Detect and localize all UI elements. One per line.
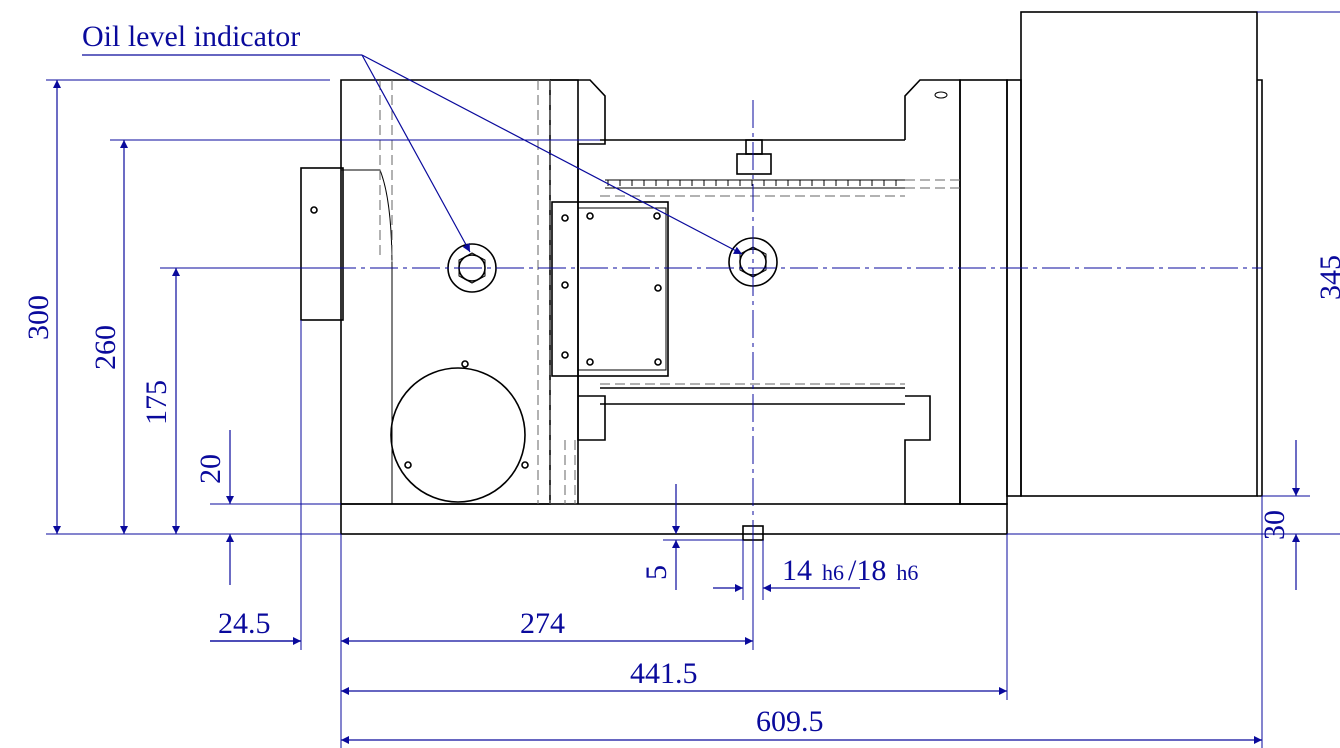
shaft-separator: /18 xyxy=(848,554,886,587)
shaft-tolerance-1: h6 xyxy=(822,560,844,585)
round-cover xyxy=(390,367,526,503)
cover-bolt xyxy=(561,281,569,289)
cover-bolt xyxy=(653,212,661,220)
motor xyxy=(1020,11,1258,497)
cover-plate-inner xyxy=(577,207,667,371)
cover-bolt xyxy=(586,358,594,366)
dim-441-5: 441.5 xyxy=(630,657,698,690)
shaft-diameter: 14 xyxy=(782,554,812,587)
adapter-ring xyxy=(959,79,1008,505)
cover-plate xyxy=(551,201,669,377)
dim-300: 300 xyxy=(22,295,55,340)
housing-rib xyxy=(341,169,393,504)
dim-5: 5 xyxy=(640,565,673,580)
dim-260: 260 xyxy=(89,325,122,370)
dim-609-5: 609.5 xyxy=(756,705,824,738)
left-housing xyxy=(340,79,551,505)
cover-bolt xyxy=(654,358,662,366)
top-nut xyxy=(736,153,772,175)
dim-shaft: 14 h6 /18 h6 xyxy=(782,554,918,587)
round-cover-bolt xyxy=(461,360,469,368)
dim-175: 175 xyxy=(140,380,173,425)
cover-bolt xyxy=(561,351,569,359)
oil-level-callout: Oil level indicator xyxy=(82,20,743,255)
base-plate xyxy=(340,503,1008,535)
round-cover-bolt xyxy=(521,461,529,469)
dim-24-5: 24.5 xyxy=(218,607,271,640)
right-flange xyxy=(904,79,961,505)
motor-endcap xyxy=(1257,79,1263,497)
shaft-tolerance-2: h6 xyxy=(896,560,918,585)
cover-bolt xyxy=(586,212,594,220)
oil-level-label: Oil level indicator xyxy=(82,20,300,53)
gearbox-body xyxy=(300,11,1263,541)
adapter-collar xyxy=(1006,79,1022,497)
dim-345: 345 xyxy=(1314,255,1340,300)
flange-hole xyxy=(310,206,318,214)
cover-bolt xyxy=(654,284,662,292)
center-flange-edge xyxy=(550,79,579,504)
dim-20: 20 xyxy=(194,454,227,484)
flange-slot xyxy=(934,91,948,99)
callout-leader-right xyxy=(361,54,743,255)
cover-bolt xyxy=(561,214,569,222)
dimension-labels: 300 260 175 20 5 30 345 24.5 274 441.5 6… xyxy=(22,255,1340,738)
left-flange xyxy=(300,167,344,321)
dimension-lines xyxy=(46,11,1340,748)
round-cover-bolt xyxy=(404,461,412,469)
center-lines xyxy=(160,100,1262,540)
rack-teeth xyxy=(607,180,897,186)
dim-274: 274 xyxy=(520,607,565,640)
callout-leader-left xyxy=(361,54,471,253)
top-nut-cap xyxy=(745,139,763,155)
dim-30: 30 xyxy=(1258,510,1291,540)
rack-base xyxy=(605,179,905,189)
